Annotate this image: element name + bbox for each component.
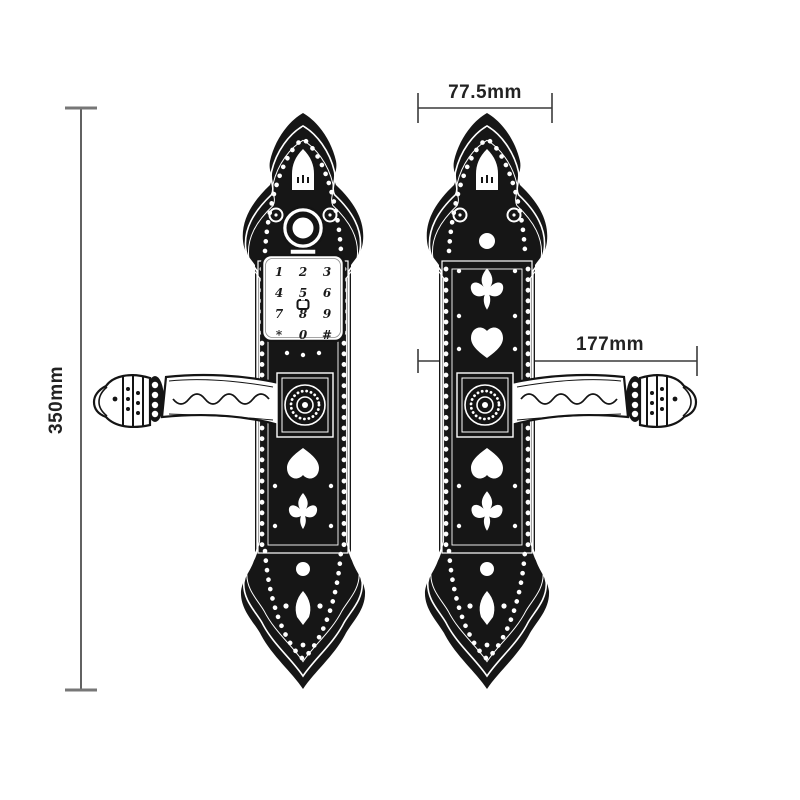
width-dimension-label: 77.5mm bbox=[448, 82, 522, 103]
keypad-key: 9 bbox=[323, 307, 332, 321]
keypad-key: 4 bbox=[275, 286, 283, 300]
keypad: 1 2 3 4 5 6 7 8 9 * 0 # bbox=[260, 253, 346, 343]
keypad-key: 8 bbox=[299, 307, 308, 321]
front-plate-view: 1 2 3 4 5 6 7 8 9 * 0 # bbox=[92, 113, 365, 689]
front-handle bbox=[92, 372, 281, 430]
keypad-key: 6 bbox=[323, 286, 332, 300]
keypad-key: * bbox=[276, 328, 283, 342]
keypad-key: 1 bbox=[275, 265, 283, 279]
height-dimension-label: 350mm bbox=[46, 366, 67, 434]
handle-span-dimension-label: 177mm bbox=[576, 334, 644, 355]
front-rosette bbox=[275, 371, 335, 439]
width-dimension-line bbox=[417, 93, 553, 123]
back-plate-view bbox=[425, 113, 698, 689]
keypad-key: 0 bbox=[299, 328, 308, 342]
keypad-key: 5 bbox=[299, 286, 307, 300]
door-viewer-icon bbox=[296, 298, 310, 310]
keypad-key: # bbox=[322, 328, 332, 342]
back-handle bbox=[509, 372, 698, 430]
keypad-key: 7 bbox=[275, 307, 284, 321]
keypad-key: 3 bbox=[323, 265, 331, 279]
front-plate-ornament bbox=[272, 350, 334, 529]
height-dimension-line bbox=[65, 106, 97, 692]
back-rosette bbox=[455, 371, 515, 439]
fingerprint-scanner bbox=[280, 205, 326, 260]
back-plate-ornament bbox=[456, 233, 518, 531]
keypad-key: 2 bbox=[298, 265, 307, 279]
